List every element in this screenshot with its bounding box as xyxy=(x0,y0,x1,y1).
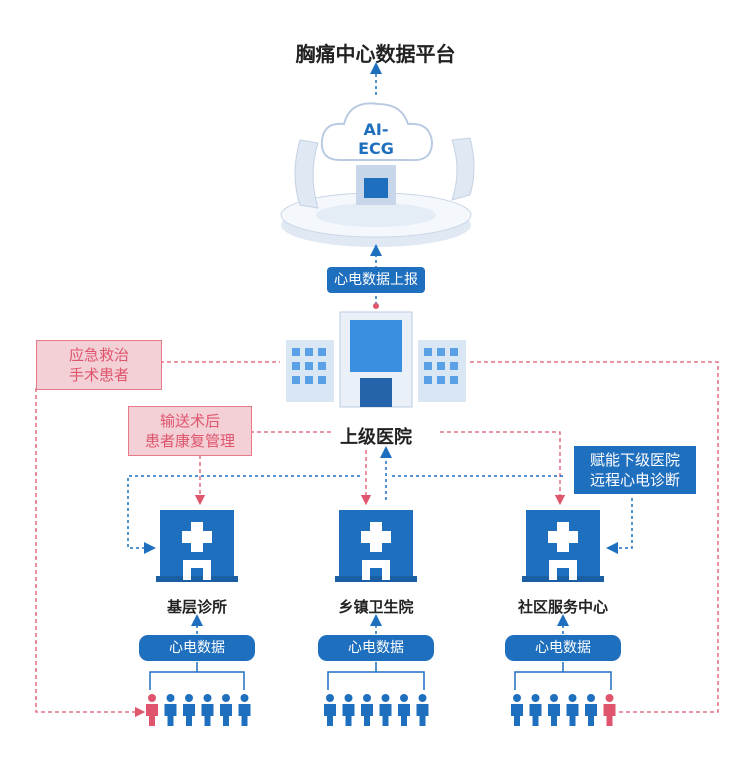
page-title: 胸痛中心数据平台 xyxy=(295,42,456,66)
upper-hospital-label: 上级医院 xyxy=(340,427,412,448)
person-icon xyxy=(146,694,158,726)
person-icon xyxy=(201,694,214,726)
person-icon xyxy=(603,694,616,726)
clinic-building-icon xyxy=(156,510,238,582)
red-loop-right xyxy=(470,361,719,713)
person-icon xyxy=(220,694,232,726)
community-center-label: 社区服务中心 xyxy=(517,598,608,616)
platform-illustration xyxy=(280,102,475,247)
person-icon xyxy=(548,694,560,726)
community-center-building-icon xyxy=(522,510,604,582)
emergency-note: 应急救治 手术患者 xyxy=(36,340,162,390)
community-ecg-data: 心电数据 xyxy=(505,635,621,661)
empower-note: 赋能下级医院 远程心电诊断 xyxy=(574,446,696,494)
person-icon xyxy=(342,694,355,726)
blue-path-left xyxy=(127,475,360,554)
township-hospital-building-icon xyxy=(335,510,417,582)
person-icon xyxy=(164,694,177,726)
upload-label: 心电数据上报 xyxy=(327,267,425,293)
person-icon xyxy=(566,694,579,726)
hospital-building-icon xyxy=(286,303,466,408)
empower-note-line1: 赋能下级医院 xyxy=(589,451,680,469)
person-icon xyxy=(529,694,542,726)
person-icon xyxy=(183,694,195,726)
rehab-note-line1: 输送术后 xyxy=(159,412,220,430)
rehab-note: 输送术后 患者康复管理 xyxy=(128,406,252,456)
cloud-label: AI-ECG xyxy=(358,120,394,158)
emergency-note-line2: 手术患者 xyxy=(68,366,129,384)
red-loop-left xyxy=(35,388,146,718)
person-icon xyxy=(585,694,597,726)
clinic-ecg-data: 心电数据 xyxy=(139,635,255,661)
township-hospital-label: 乡镇卫生院 xyxy=(338,598,414,616)
clinic-label: 基层诊所 xyxy=(166,598,227,616)
emergency-note-line1: 应急救治 xyxy=(68,346,129,364)
person-icon xyxy=(511,694,523,726)
person-icon xyxy=(238,694,251,726)
person-icon xyxy=(416,694,429,726)
person-icon xyxy=(361,694,373,726)
rehab-note-line2: 患者康复管理 xyxy=(144,432,235,450)
person-icon xyxy=(379,694,392,726)
person-icon xyxy=(324,694,336,726)
blue-path-right xyxy=(606,498,633,554)
people-icons xyxy=(146,694,616,726)
person-icon xyxy=(398,694,410,726)
township-ecg-data: 心电数据 xyxy=(318,635,434,661)
empower-note-line2: 远程心电诊断 xyxy=(589,471,680,489)
